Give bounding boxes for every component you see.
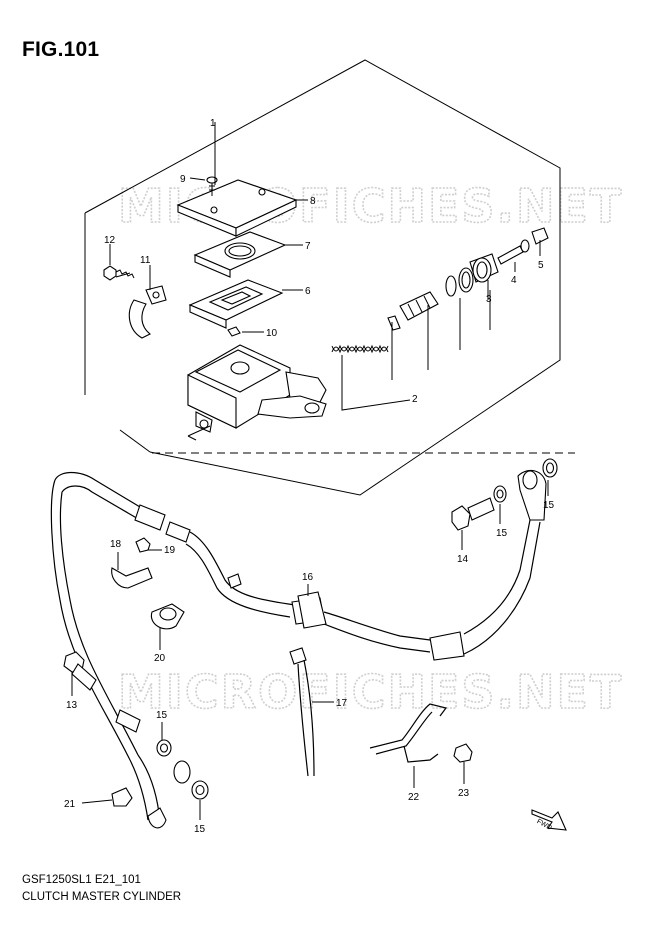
callout-7: 7 — [305, 241, 311, 252]
piston-assembly — [331, 227, 549, 354]
grommet-16 — [297, 591, 327, 629]
diaphragm-plate — [193, 231, 287, 278]
callout-19: 19 — [164, 545, 176, 556]
diagram-name: CLUTCH MASTER CYLINDER — [22, 891, 182, 903]
reservoir-cap — [176, 179, 298, 237]
diagram-code: GSF1250SL1 E21_101 — [22, 874, 141, 886]
callout-14: 14 — [457, 554, 469, 565]
callout-3: 3 — [486, 294, 492, 305]
clamp-21 — [111, 787, 133, 807]
callout-6: 6 — [305, 286, 311, 297]
callout-20: 20 — [154, 653, 166, 664]
bolt-12 — [103, 265, 135, 281]
bolt-19 — [135, 537, 151, 553]
callout-16: 16 — [302, 572, 314, 583]
callout-23: 23 — [458, 788, 470, 799]
callout-17: 17 — [336, 698, 348, 709]
callout-15-bottom: 15 — [194, 824, 206, 835]
leader-lines — [71, 122, 549, 820]
clutch-hose — [50, 469, 547, 829]
clamp-18 — [111, 567, 153, 589]
callout-18: 18 — [110, 539, 122, 550]
callout-1: 1 — [210, 118, 216, 129]
callout-11: 11 — [140, 255, 151, 266]
diaphragm — [188, 279, 284, 329]
union-bolt-13 — [63, 651, 97, 691]
callout-22: 22 — [408, 792, 420, 803]
callout-9: 9 — [180, 174, 186, 185]
washer-15-top — [542, 458, 558, 478]
small-clip-10 — [227, 326, 241, 337]
bolt-23 — [453, 743, 473, 763]
callout-15-mid: 15 — [496, 528, 508, 539]
callout-12: 12 — [104, 235, 116, 246]
fwd-arrow-icon — [531, 809, 567, 831]
callout-15-left: 15 — [156, 710, 168, 721]
callout-5: 5 — [538, 260, 544, 271]
clamp-11 — [128, 285, 167, 339]
master-cylinder-body — [187, 344, 327, 441]
cable-tie-17 — [289, 647, 315, 777]
washer-15-mid — [493, 485, 507, 503]
washer-15-bottom — [191, 780, 209, 800]
clutch-hose-guide-22 — [369, 703, 448, 763]
union-bolt-14 — [451, 497, 495, 531]
callout-15-top: 15 — [543, 500, 555, 511]
callout-13: 13 — [66, 700, 78, 711]
callout-10: 10 — [266, 328, 278, 339]
callout-8: 8 — [310, 196, 316, 207]
figure-title: FIG.101 — [22, 38, 100, 61]
watermark-bottom: MICROFICHES.NET — [118, 665, 623, 719]
callout-4: 4 — [511, 275, 517, 286]
callout-2: 2 — [412, 394, 418, 405]
clamp-20 — [150, 603, 185, 630]
assembly-boundary — [84, 59, 575, 496]
washer-15-left — [156, 739, 172, 757]
callout-21: 21 — [64, 799, 76, 810]
